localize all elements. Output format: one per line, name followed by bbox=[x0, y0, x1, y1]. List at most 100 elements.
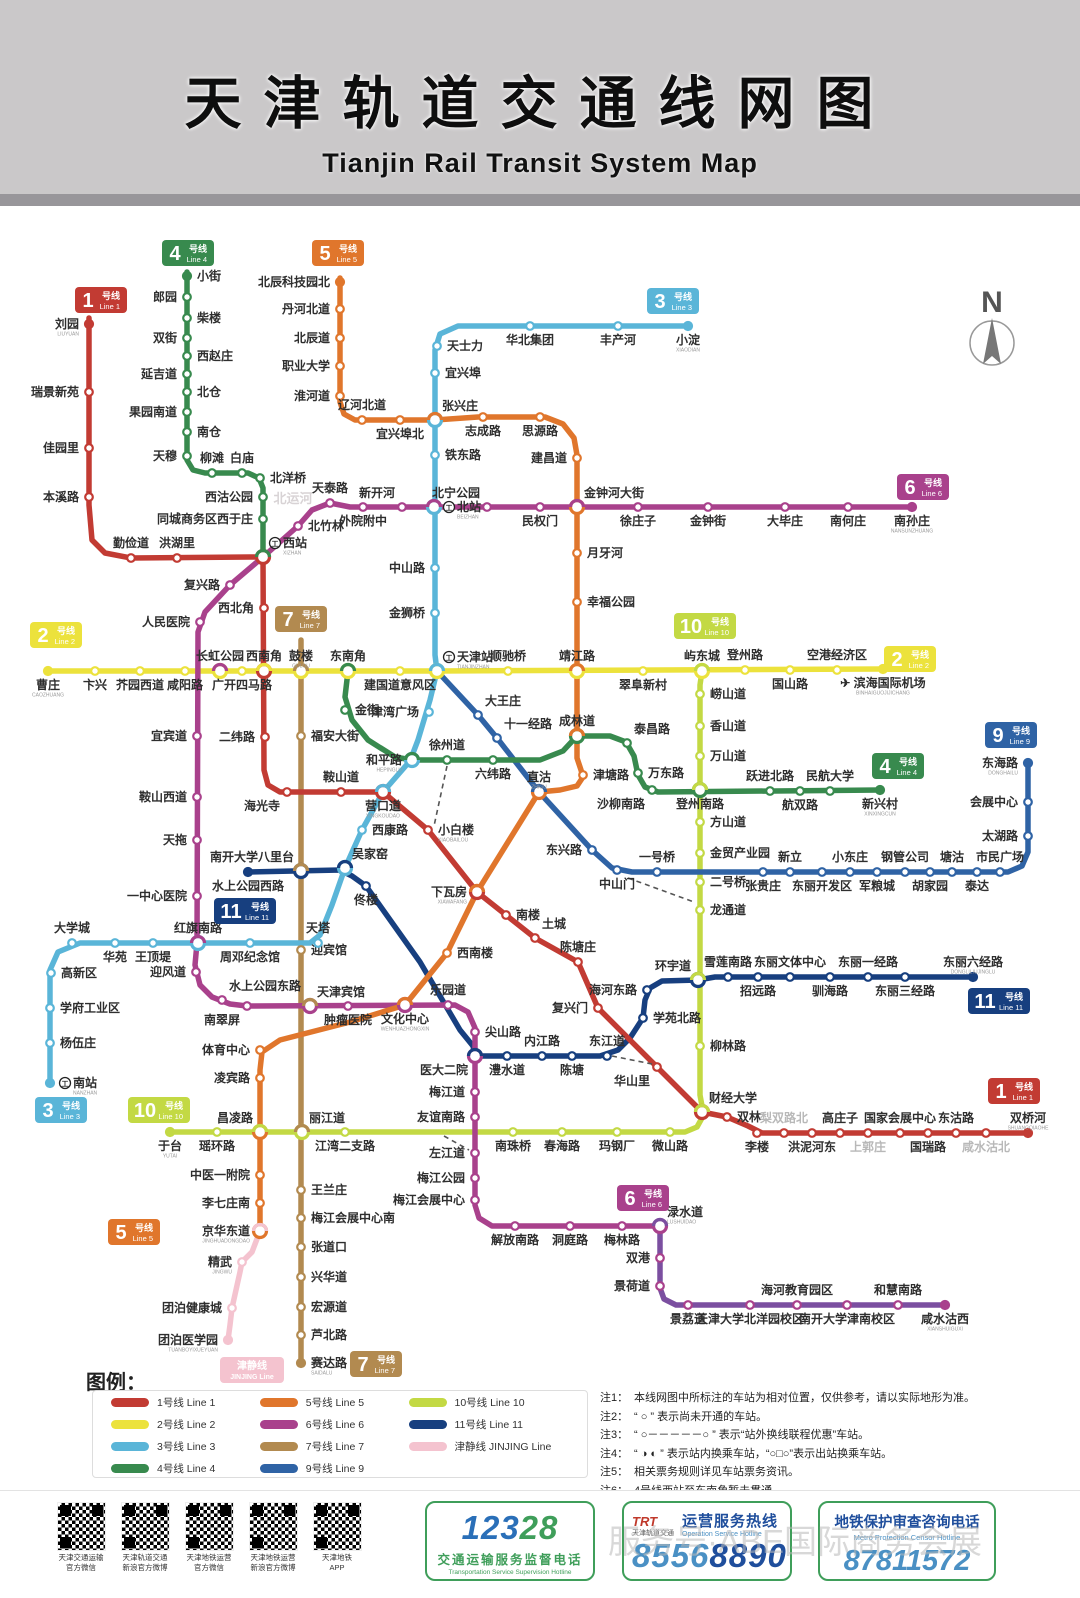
legend-swatch bbox=[111, 1441, 149, 1451]
station-label: 北洋桥 bbox=[270, 470, 307, 485]
station-dot bbox=[951, 1128, 961, 1138]
legend-item-line-4: 4号线 Line 4 bbox=[111, 1461, 260, 1476]
station-dot bbox=[258, 492, 268, 502]
station-dot bbox=[785, 972, 795, 982]
station-dot bbox=[633, 502, 643, 512]
station-label: 金钟河大街 bbox=[583, 485, 644, 500]
station-label: 东丽开发区 bbox=[792, 878, 852, 893]
station-label: 国山路 bbox=[772, 676, 809, 691]
station-dot bbox=[900, 867, 910, 877]
line-badge-en: Line 11 bbox=[999, 1003, 1023, 1012]
station-dot bbox=[612, 1127, 622, 1137]
qr-code-label: 天津地铁运营新浪官方微博 bbox=[250, 1553, 296, 1572]
line-badge-en: Line 4 bbox=[897, 768, 917, 777]
station-label: 佳园里 bbox=[43, 440, 79, 455]
line-badge-number: 1 bbox=[995, 1081, 1006, 1103]
station-label: 环宇道 bbox=[655, 958, 691, 973]
station-dot bbox=[502, 1051, 512, 1061]
line-badge-bg bbox=[128, 1097, 190, 1123]
station-label: 直沽 bbox=[527, 769, 551, 784]
line-badge-bg bbox=[350, 1351, 402, 1377]
station-dot bbox=[972, 867, 982, 877]
station-dot bbox=[361, 881, 371, 891]
station-dot bbox=[567, 1051, 577, 1061]
legend-label: 6号线 Line 6 bbox=[305, 1418, 365, 1431]
station-label: 月牙河 bbox=[586, 545, 623, 560]
station-label: 梅江会展中心 bbox=[393, 1192, 465, 1207]
station-label: 空港经济区 bbox=[807, 647, 867, 662]
dashed-transfer-link bbox=[433, 765, 448, 827]
station-dot bbox=[296, 1302, 306, 1312]
text: 工 bbox=[446, 654, 453, 662]
station-dot bbox=[225, 580, 235, 590]
station-label: 卞兴 bbox=[83, 677, 107, 692]
legend-label: 津静线 JINJING Line bbox=[454, 1440, 552, 1453]
station-dot bbox=[843, 502, 853, 512]
station-label: 翠阜新村 bbox=[619, 677, 667, 692]
station-label: 二号桥 bbox=[710, 874, 747, 889]
station-label: 梅江公园 bbox=[417, 1170, 465, 1185]
line-badge-en: Line 6 bbox=[642, 1200, 662, 1209]
line-badge-en: Line 2 bbox=[55, 637, 75, 646]
station-label: 景荔道 bbox=[670, 1311, 706, 1326]
line-badge-number: 3 bbox=[42, 1100, 53, 1122]
station-dot bbox=[863, 1128, 873, 1138]
station-label: 中山路 bbox=[389, 560, 426, 575]
station-label: 天穆 bbox=[153, 448, 177, 463]
station-label: 军粮城 bbox=[859, 878, 895, 893]
qr-code-label: 天津地铁运营官方微信 bbox=[186, 1553, 232, 1572]
station-label: 淮河道 bbox=[294, 388, 330, 403]
station-label: 南孙庄 bbox=[894, 513, 930, 528]
station-label: 同城商务区西于庄 bbox=[157, 511, 253, 526]
station-label: 解放南路 bbox=[491, 1232, 540, 1247]
station-label: 北站 bbox=[457, 499, 481, 514]
line-badge-cn: 号线 bbox=[377, 1354, 395, 1365]
station-dot bbox=[872, 867, 882, 877]
station-label: 东海路 bbox=[982, 755, 1019, 770]
station-label: 南珠桥 bbox=[495, 1138, 532, 1153]
line-badge-en: Line 7 bbox=[375, 1366, 395, 1375]
qr-code-image bbox=[248, 1502, 298, 1551]
station-dot bbox=[765, 786, 775, 796]
station-label: 民权门 bbox=[522, 513, 558, 528]
station-dot bbox=[296, 1330, 306, 1340]
line-badge-en: Line 3 bbox=[60, 1112, 80, 1121]
station-label: 瑶环路 bbox=[199, 1138, 236, 1153]
line-badge-en: Line 4 bbox=[187, 255, 207, 264]
river-label: 北运河 bbox=[273, 491, 312, 506]
station-label: 芦北路 bbox=[311, 1327, 348, 1342]
station-pinyin: YINGKOUDAO bbox=[366, 814, 400, 820]
station-label: 东丽一经路 bbox=[838, 954, 899, 969]
terminus-station-dot bbox=[874, 784, 886, 796]
page-subtitle: Tianjin Rail Transit System Map bbox=[322, 148, 758, 178]
station-label: 广开四马路 bbox=[212, 677, 273, 692]
interchange-station-arc bbox=[251, 1123, 269, 1133]
interchange-station-arc bbox=[254, 548, 272, 558]
station-dot bbox=[695, 905, 705, 915]
station-pinyin: CAOZHUANG bbox=[32, 693, 64, 699]
station-label: 西沽公园 bbox=[205, 489, 253, 504]
qr-code-item: 天津地铁运营新浪官方微博 bbox=[248, 1502, 298, 1573]
terminus-station-dot bbox=[44, 1077, 56, 1089]
station-label: 咸阳路 bbox=[167, 677, 204, 692]
station-label: 陈塘 bbox=[560, 1062, 584, 1077]
line-badge-en: Line 11 bbox=[245, 913, 269, 922]
station-dot bbox=[212, 1127, 222, 1137]
station-dot bbox=[296, 1185, 306, 1195]
station-label: 渌水道 bbox=[667, 1204, 703, 1219]
station-label: 辽河北道 bbox=[338, 397, 386, 412]
line-badge-number: 4 bbox=[169, 243, 181, 265]
station-label: 江湾二支路 bbox=[315, 1138, 376, 1153]
station-label: 李楼 bbox=[744, 1139, 769, 1154]
interchange-station-arc bbox=[374, 783, 392, 793]
station-dot bbox=[893, 1300, 903, 1310]
station-dot bbox=[723, 972, 733, 982]
station-label: 建国道意风区 bbox=[363, 677, 436, 692]
station-label: 思源路 bbox=[522, 423, 559, 438]
station-dot bbox=[395, 666, 405, 676]
station-dot bbox=[192, 792, 202, 802]
